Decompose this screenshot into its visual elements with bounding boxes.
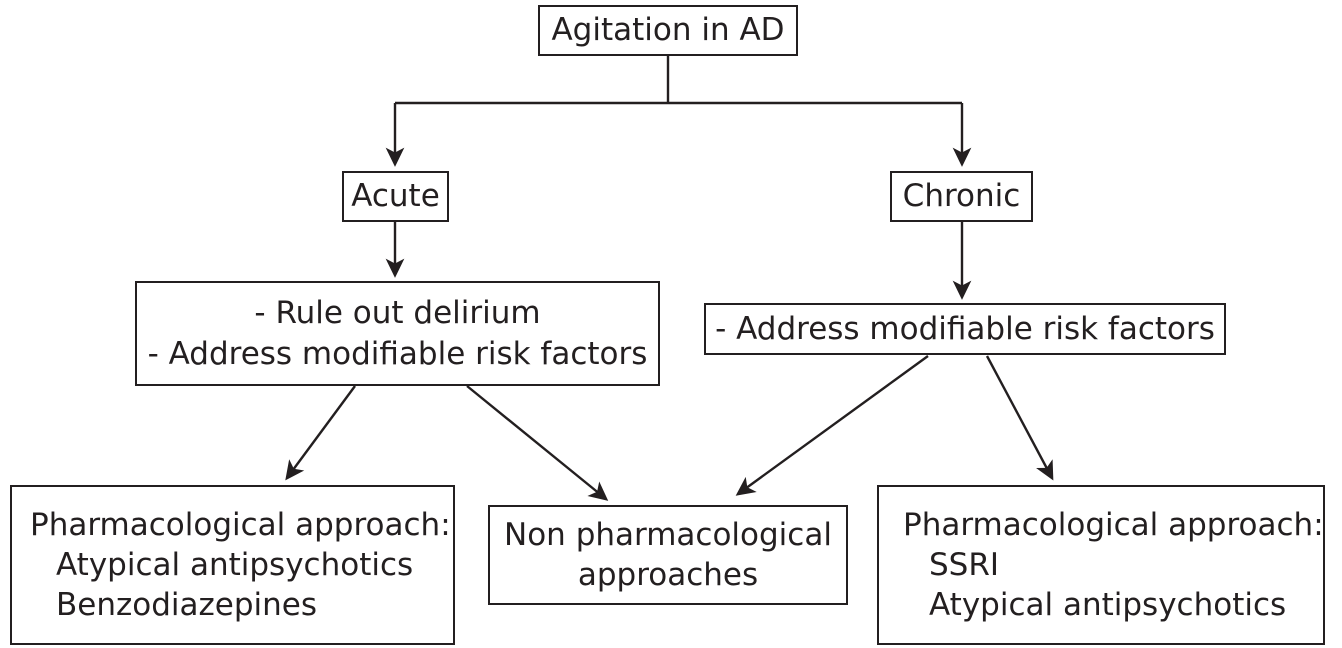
node-acute[interactable]: Acute [342,171,449,222]
node-acute-actions[interactable]: - Rule out delirium - Address modifiable… [135,281,660,386]
node-label: - Address modifiable risk factors [715,310,1215,347]
node-label-line-1: Pharmacological approach: [903,506,1324,543]
edge-chronic-actions-to-pharm-chronic [985,355,1054,481]
node-label-line-2: - Address modifiable risk factors [147,335,648,372]
node-label-line-3: Atypical antipsychotics [929,587,1287,624]
node-chronic-actions[interactable]: - Address modifiable risk factors [704,303,1226,355]
node-chronic[interactable]: Chronic [890,171,1033,222]
edge-chronic-actions-to-nonpharm [735,355,929,496]
node-label-line-3: Benzodiazepines [56,587,318,624]
node-label-line-2: SSRI [929,546,1000,583]
node-label-line-2: Atypical antipsychotics [56,546,414,583]
node-label: Chronic [902,178,1021,215]
node-label: Agitation in AD [551,12,785,49]
node-label-line-1: - Rule out delirium [254,295,541,332]
node-non-pharmacological-approaches[interactable]: Non pharmacological approaches [488,505,848,605]
node-label-line-1: Non pharmacological [504,516,832,553]
node-label: Acute [351,178,440,215]
node-agitation-in-ad[interactable]: Agitation in AD [538,5,798,56]
node-pharmacological-approach-chronic[interactable]: Pharmacological approach: SSRI Atypical … [877,485,1325,645]
node-label-line-2: approaches [577,557,759,593]
edge-acute-actions-to-nonpharm [466,385,609,501]
node-pharmacological-approach-acute[interactable]: Pharmacological approach: Atypical antip… [10,485,455,645]
node-label-line-1: Pharmacological approach: [30,506,451,543]
edge-acute-actions-to-pharm-acute [285,385,356,481]
